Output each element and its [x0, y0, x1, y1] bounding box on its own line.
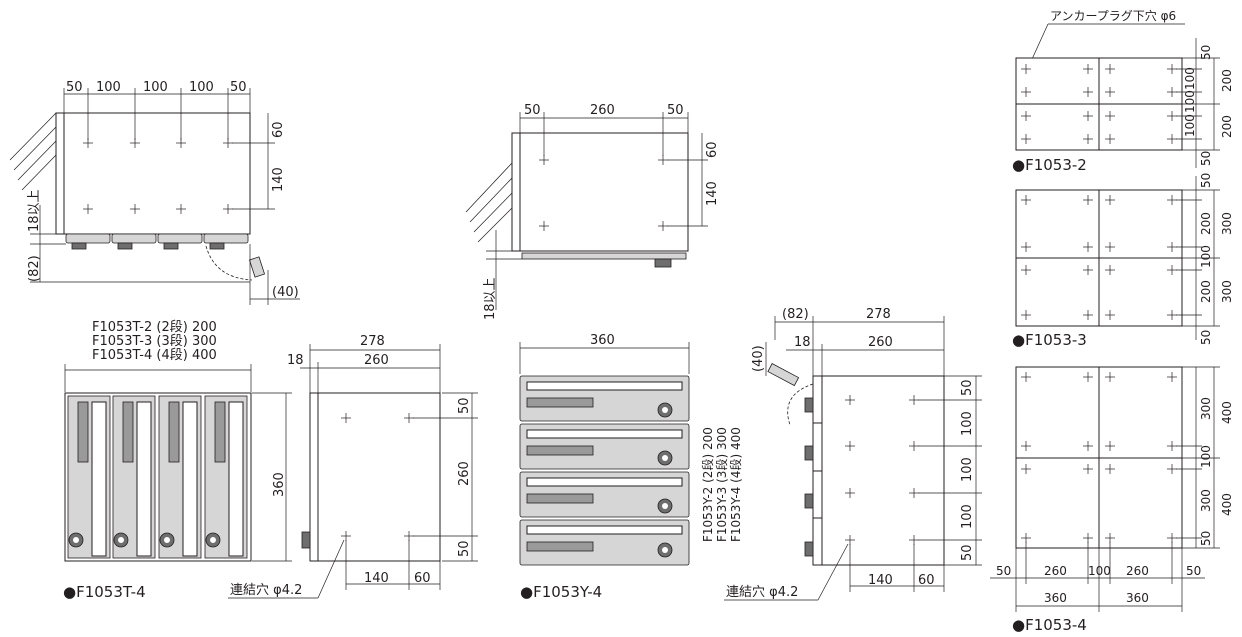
- dim-depth: (82): [782, 307, 809, 322]
- front-view-t: 50 100 100 100 50 60 140 18以上 (82) (40): [9, 80, 300, 305]
- dim-right-1: 50: [960, 379, 975, 396]
- small-5: 50: [1199, 151, 1213, 166]
- dim-top-3: 100: [143, 80, 168, 95]
- dim-right-2: 100: [960, 411, 975, 436]
- side-view-t: 278 18 260 50 260 50 140 60 連結穴 φ4.2: [228, 334, 478, 599]
- anchor-f1053-3: 50 200 100 200 50 300 300 ●F1053-3: [1012, 173, 1234, 349]
- dim-right-2: 140: [271, 167, 286, 192]
- dim-left: 18: [287, 353, 304, 368]
- bottom2-1: 360: [1044, 591, 1067, 605]
- small-1: 300: [1199, 397, 1213, 420]
- small-2: 100: [1183, 67, 1197, 90]
- dim-width: 360: [590, 333, 615, 348]
- dim-right-3: 100: [960, 457, 975, 482]
- small-3: 100: [1183, 90, 1197, 113]
- height-note-3: F1053Y-4 (4段) 400: [728, 427, 743, 542]
- dim-right-1: 60: [271, 121, 286, 138]
- small-4: 100: [1183, 114, 1197, 137]
- height-note-2: F1053T-3 (3段) 300: [92, 334, 217, 349]
- dim-right-1: 50: [457, 397, 472, 414]
- dim-bottom-2: 60: [918, 573, 935, 588]
- dim-right-2: 140: [705, 181, 720, 206]
- height-note-1: F1053T-2 (2段) 200: [92, 320, 217, 335]
- height-note-3: F1053T-4 (4段) 400: [92, 348, 217, 363]
- hole-note: 連結穴 φ4.2: [726, 585, 798, 600]
- dim-bottom-1: 140: [868, 573, 893, 588]
- big-2: 300: [1220, 280, 1234, 303]
- dim-top-4: 100: [189, 80, 214, 95]
- height-note-2: F1053Y-3 (3段) 300: [714, 427, 729, 542]
- small-5: 50: [1199, 330, 1213, 345]
- mailbox-y-front: 360 F1053Y-2 (2段) 200 F1053Y-3 (3段) 300: [519, 333, 743, 601]
- anchor-note: アンカープラグ下穴 φ6: [1050, 8, 1176, 23]
- dim-top-2: 260: [590, 103, 615, 118]
- small-2: 100: [1199, 445, 1213, 468]
- dim-right-3: 50: [457, 540, 472, 557]
- f2-label: ●F1053-2: [1012, 156, 1087, 174]
- dim-top-1: 50: [66, 80, 83, 95]
- big-1: 200: [1220, 69, 1234, 92]
- model-y-label: ●F1053Y-4: [520, 583, 602, 601]
- small-4: 200: [1199, 280, 1213, 303]
- bottom2-2: 360: [1126, 591, 1149, 605]
- dim-door: (40): [272, 285, 299, 300]
- model-t-label: ●F1053T-4: [63, 583, 146, 601]
- mailbox-t-front: F1053T-2 (2段) 200 F1053T-3 (3段) 300 F105…: [63, 320, 292, 601]
- small-1: 50: [1199, 45, 1213, 60]
- f4-label: ●F1053-4: [1012, 616, 1087, 634]
- f3-label: ●F1053-3: [1012, 331, 1087, 349]
- bottom-3: 100: [1088, 564, 1111, 578]
- anchor-f1053-4: 300 100 300 50 400 400 50 260 100 260 50…: [990, 366, 1234, 634]
- small-3: 100: [1199, 245, 1213, 268]
- dim-top-3: 50: [667, 103, 684, 118]
- dim-height: 360: [272, 472, 287, 497]
- dim-right-2: 260: [457, 461, 472, 486]
- bottom-1: 50: [996, 564, 1011, 578]
- dim-sub: 260: [868, 335, 893, 350]
- dim-left-min: 18以上: [483, 277, 498, 320]
- dim-right-4: 100: [960, 504, 975, 529]
- dim-door: (40): [751, 345, 766, 372]
- dim-top-5: 50: [230, 80, 247, 95]
- big-1: 300: [1220, 212, 1234, 235]
- dim-top-1: 50: [524, 103, 541, 118]
- dim-depth: (82): [27, 255, 42, 282]
- big-2: 200: [1220, 115, 1234, 138]
- bottom-5: 50: [1186, 564, 1201, 578]
- dim-sub: 260: [364, 353, 389, 368]
- height-note-1: F1053Y-2 (2段) 200: [700, 427, 715, 542]
- small-4: 50: [1199, 531, 1213, 546]
- dim-left: 18: [794, 335, 811, 350]
- small-2: 200: [1199, 212, 1213, 235]
- front-view-y: 50 260 50 60 140 18以上: [465, 103, 720, 320]
- dim-top: 278: [866, 307, 891, 322]
- dim-top: 278: [360, 334, 385, 349]
- hole-note: 連結穴 φ4.2: [230, 583, 302, 598]
- big-1: 400: [1220, 401, 1234, 424]
- big-2: 400: [1220, 493, 1234, 516]
- dim-left-min: 18以上: [27, 189, 42, 232]
- dim-bottom-2: 60: [414, 571, 431, 586]
- dim-top-2: 100: [96, 80, 121, 95]
- anchor-f1053-2: アンカープラグ下穴 φ6 50 100 100 100 50 200 200 ●…: [1012, 8, 1234, 174]
- small-1: 50: [1199, 173, 1213, 188]
- dim-right-5: 50: [960, 544, 975, 561]
- bottom-4: 260: [1126, 564, 1149, 578]
- bottom-2: 260: [1044, 564, 1067, 578]
- dim-bottom-1: 140: [364, 571, 389, 586]
- small-3: 300: [1199, 489, 1213, 512]
- dim-right-1: 60: [705, 141, 720, 158]
- side-view-y: (82) 278 (40) 18 260 50 100 100 100 50: [724, 307, 982, 601]
